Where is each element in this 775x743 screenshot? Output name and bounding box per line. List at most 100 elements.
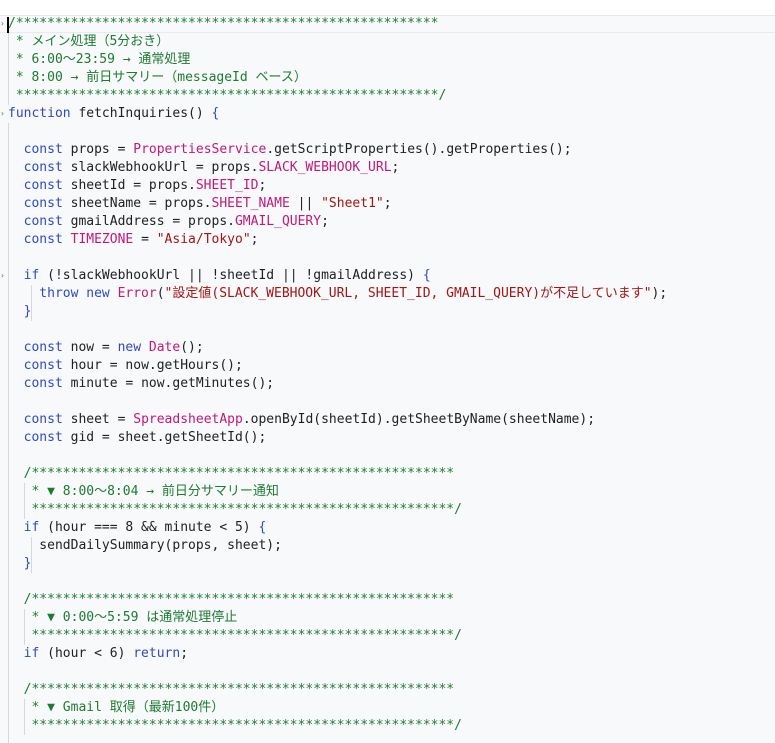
code-token: { [211, 106, 220, 121]
code-token: return [133, 646, 181, 661]
code-line[interactable]: ****************************************… [8, 627, 462, 645]
code-line[interactable]: const props = PropertiesService.getScrip… [8, 141, 572, 159]
code-line[interactable]: const hour = now.getHours(); [8, 357, 243, 375]
code-token: * ▼ 0:00〜5:59 は通常処理停止 [8, 610, 238, 625]
code-line[interactable]: function fetchInquiries() { [8, 105, 219, 123]
code-token: SHEET_NAME [211, 196, 290, 211]
code-token: const [8, 340, 63, 355]
code-token: const [8, 196, 63, 211]
code-token: gmailAddress = props. [62, 214, 235, 229]
code-line[interactable]: if (!slackWebhookUrl || !sheetId || !gma… [8, 267, 431, 285]
code-token [110, 286, 118, 301]
code-token [141, 340, 149, 355]
code-line[interactable]: * ▼ 8:00〜8:04 → 前日分サマリー通知 [8, 483, 279, 501]
code-token: if [8, 520, 40, 535]
fold-chevron-icon[interactable]: › [0, 19, 5, 28]
code-token: * メイン処理（5分おき） [8, 34, 170, 49]
code-token: "Asia/Tokyo" [156, 232, 251, 247]
code-token: props = [62, 142, 134, 157]
code-line[interactable]: sendDailySummary(props, sheet); [8, 537, 282, 555]
code-token: ; [321, 214, 329, 229]
current-line-highlight [0, 15, 775, 33]
code-line[interactable]: const sheet = SpreadsheetApp.openById(sh… [8, 411, 595, 429]
code-line[interactable]: * 6:00〜23:59 → 通常処理 [8, 51, 191, 69]
code-line[interactable]: ****************************************… [8, 501, 461, 519]
code-line[interactable]: if (hour < 6) return; [8, 645, 188, 663]
indent-guide [8, 33, 9, 105]
code-token: PropertiesService [133, 142, 267, 157]
code-token: now = [62, 340, 118, 355]
code-line[interactable]: /***************************************… [8, 15, 438, 33]
code-token: /***************************************… [8, 592, 455, 607]
indent-guide [31, 285, 32, 321]
code-editor[interactable]: › › › /*********************************… [0, 15, 775, 743]
code-token: (hour === 8 && minute < 5) [39, 520, 259, 535]
code-token: ****************************************… [8, 718, 462, 733]
code-token: Date [148, 340, 181, 355]
code-line[interactable]: const TIMEZONE = "Asia/Tokyo"; [8, 231, 259, 249]
fold-chevron-icon[interactable]: › [0, 271, 5, 280]
code-line[interactable]: * 8:00 → 前日サマリー（messageId ベース） [8, 69, 307, 87]
code-token: || [289, 196, 322, 211]
indent-guide [8, 123, 9, 743]
code-line[interactable]: throw new Error("設定値(SLACK_WEBHOOK_URL, … [8, 285, 667, 303]
code-token: ; [258, 178, 267, 193]
code-line[interactable]: /***************************************… [8, 681, 454, 699]
code-line[interactable]: } [8, 555, 32, 573]
code-token: /***************************************… [8, 466, 455, 481]
code-line[interactable]: } [8, 303, 32, 321]
code-token: ****************************************… [8, 628, 462, 643]
code-token: sheetId = props. [62, 178, 196, 193]
code-line[interactable]: * ▼ 0:00〜5:59 は通常処理停止 [8, 609, 237, 627]
code-token: { [422, 268, 431, 283]
code-token: sheet = [62, 412, 134, 427]
code-token: "設定値(SLACK_WEBHOOK_URL, SHEET_ID, GMAIL_… [164, 286, 652, 301]
code-line[interactable]: * メイン処理（5分おき） [8, 33, 170, 51]
code-token: * 8:00 → 前日サマリー（messageId ベース） [8, 70, 307, 85]
code-line[interactable]: const gid = sheet.getSheetId(); [8, 429, 267, 447]
fold-chevron-icon[interactable]: › [0, 109, 5, 118]
editor-top-bar [0, 0, 775, 16]
code-line[interactable]: * ▼ Gmail 取得（最新100件） [8, 699, 224, 717]
code-line[interactable]: const sheetId = props.SHEET_ID; [8, 177, 267, 195]
code-token [63, 232, 71, 247]
code-line[interactable]: ****************************************… [8, 717, 462, 735]
code-token: new [117, 340, 142, 355]
code-token: SpreadsheetApp [133, 412, 243, 427]
code-line[interactable]: /***************************************… [8, 591, 454, 609]
code-token: TIMEZONE [70, 232, 134, 247]
code-token: ****************************************… [8, 88, 447, 103]
code-token: const [8, 232, 63, 247]
code-token: /***************************************… [8, 682, 455, 697]
code-line[interactable]: const now = new Date(); [8, 339, 204, 357]
code-token: minute = now.getMinutes(); [62, 376, 275, 391]
code-token: { [258, 520, 267, 535]
code-line[interactable]: ****************************************… [8, 87, 446, 105]
code-token: * ▼ Gmail 取得（最新100件） [8, 700, 225, 715]
code-token: SLACK_WEBHOOK_URL [258, 160, 392, 175]
code-token: sheetName = props. [62, 196, 212, 211]
code-token: function [8, 106, 71, 121]
code-token: ( [156, 286, 165, 301]
code-token: const [8, 214, 63, 229]
code-token: throw new [8, 286, 110, 301]
code-token: ; [180, 646, 189, 661]
code-token: const [8, 160, 63, 175]
code-token: gid = sheet.getSheetId(); [62, 430, 267, 445]
code-line[interactable]: const sheetName = props.SHEET_NAME || "S… [8, 195, 392, 213]
code-line[interactable]: const slackWebhookUrl = props.SLACK_WEBH… [8, 159, 400, 177]
code-token: const [8, 430, 63, 445]
code-line[interactable]: if (hour === 8 && minute < 5) { [8, 519, 267, 537]
code-line[interactable]: const gmailAddress = props.GMAIL_QUERY; [8, 213, 329, 231]
code-line[interactable]: /***************************************… [8, 465, 454, 483]
code-token: (hour < 6) [39, 646, 134, 661]
text-cursor [7, 17, 9, 33]
code-token: } [8, 304, 32, 319]
code-token: slackWebhookUrl = props. [62, 160, 259, 175]
code-token: fetchInquiries() [70, 106, 212, 121]
code-line[interactable]: const minute = now.getMinutes(); [8, 375, 274, 393]
code-token: /***************************************… [8, 16, 439, 31]
code-token: * ▼ 8:00〜8:04 → 前日分サマリー通知 [8, 484, 279, 499]
code-token: (); [180, 340, 204, 355]
code-token: "Sheet1" [321, 196, 384, 211]
